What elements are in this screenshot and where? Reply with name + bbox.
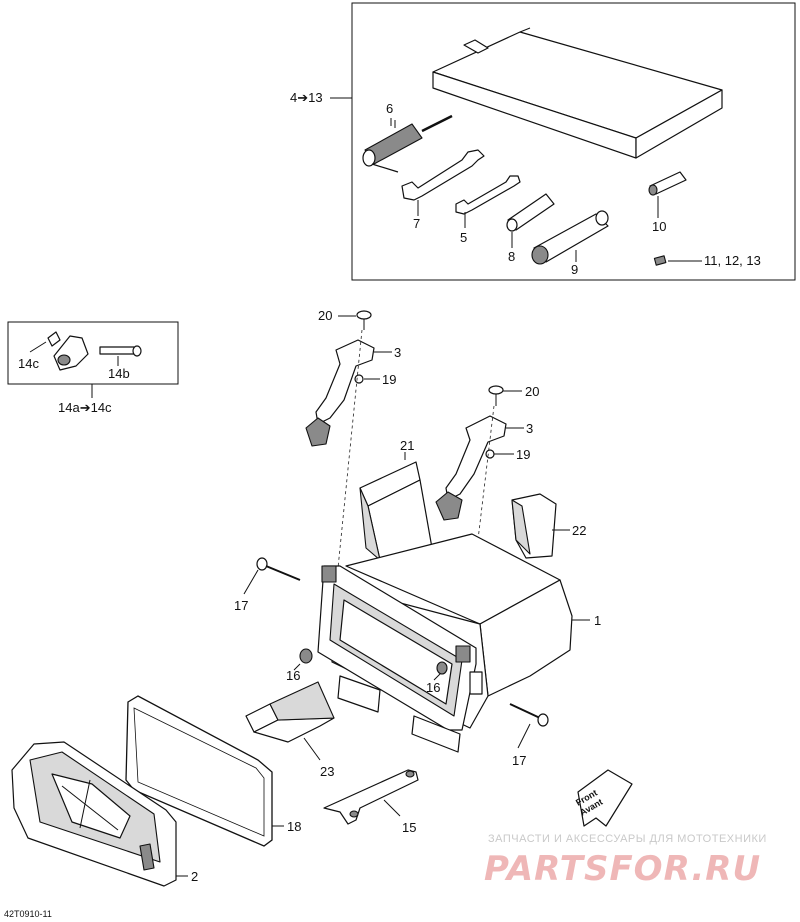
label-5: 5 — [460, 230, 467, 245]
front-panel-2: 2 — [11, 741, 198, 887]
label-16-right: 16 — [426, 680, 440, 695]
label-19-right: 19 — [516, 447, 530, 462]
foam-pad-23: 23 — [245, 681, 335, 779]
label-14c: 14c — [18, 356, 39, 371]
label-22: 22 — [572, 523, 586, 538]
fuse-holder — [648, 171, 687, 196]
label-2: 2 — [191, 869, 198, 884]
watermark-brand: PARTSFOR.RU — [484, 849, 761, 889]
label-18: 18 — [287, 819, 301, 834]
label-3-right: 3 — [526, 421, 533, 436]
watermark-tagline: ЗАПЧАСТИ И АКСЕССУАРЫ ДЛЯ МОТОТЕХНИКИ — [488, 833, 767, 845]
foam-pad-21: 21 — [359, 438, 433, 561]
label-15: 15 — [402, 820, 416, 835]
socket-wrench-long — [531, 210, 609, 265]
tool-pouch — [432, 27, 723, 159]
latch-left: 20 3 19 — [305, 308, 401, 447]
label-16-left: 16 — [286, 668, 300, 683]
latch-right: 20 3 19 — [435, 384, 539, 521]
screw-17-left: 17 — [234, 557, 301, 613]
open-end-wrench-large — [401, 149, 485, 201]
bracket-15: 15 — [323, 769, 419, 835]
gasket-18: 18 — [125, 695, 301, 847]
label-10: 10 — [652, 219, 666, 234]
label-23: 23 — [320, 764, 334, 779]
label-20-left: 20 — [318, 308, 332, 323]
label-19-left: 19 — [382, 372, 396, 387]
screw-17-right: 17 — [509, 703, 549, 768]
storage-bin: 1 — [299, 533, 601, 753]
label-4-13: 4➔13 — [290, 90, 323, 105]
fuses — [653, 255, 702, 266]
bracket-inset: 14c 14b 14a➔14c — [7, 321, 179, 415]
label-6: 6 — [386, 101, 393, 116]
label-17-right: 17 — [512, 753, 526, 768]
label-1: 1 — [594, 613, 601, 628]
label-8: 8 — [508, 249, 515, 264]
drawing-id: 42T0910-11 — [4, 909, 52, 919]
foam-pad-22: 22 — [511, 493, 586, 559]
label-14b: 14b — [108, 366, 130, 381]
label-3-left: 3 — [394, 345, 401, 360]
open-end-wrench-small — [455, 175, 521, 215]
label-9: 9 — [571, 262, 578, 277]
label-21: 21 — [400, 438, 414, 453]
label-11-12-13: 11, 12, 13 — [704, 253, 761, 268]
tool-kit-panel: 4➔13 6 7 5 8 9 10 11, 12, 13 — [290, 2, 796, 281]
label-20-right: 20 — [525, 384, 539, 399]
label-17-left: 17 — [234, 598, 248, 613]
label-14a-14c: 14a➔14c — [58, 400, 112, 415]
front-direction-arrow: Front Avant — [574, 769, 633, 827]
label-7: 7 — [413, 216, 420, 231]
screwdriver — [362, 114, 453, 173]
socket-wrench-short — [506, 193, 555, 232]
